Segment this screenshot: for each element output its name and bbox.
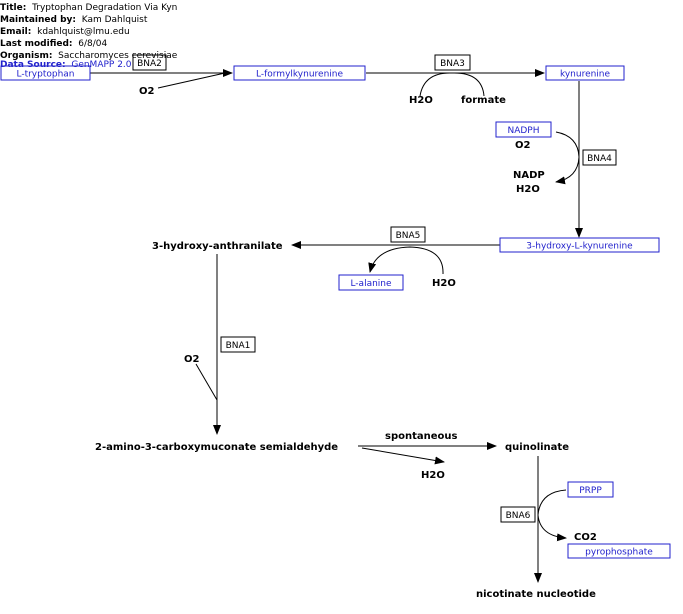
hydroxy-l-kynurenine-box[interactable]	[499, 237, 660, 253]
l-alanine-box[interactable]	[338, 274, 404, 291]
semialdehyde-label[interactable]: 2-amino-3-carboxymuconate semialdehyde	[95, 442, 338, 453]
bna4-side-arc	[555, 131, 580, 185]
gene-bna2-box[interactable]	[132, 54, 167, 71]
o2-label-1: O2	[139, 86, 155, 97]
gene-bna6-box[interactable]	[500, 506, 536, 523]
source-key: Data Source:	[0, 60, 66, 70]
maintainer-value: Kam Dahlquist	[81, 15, 148, 25]
o2-label-3: O2	[184, 354, 200, 365]
organism-value: Saccharomyces cerevisiae	[58, 51, 178, 61]
h2o-label-4: H2O	[421, 470, 445, 481]
header-title: Title: Tryptophan Degradation Via Kyn	[0, 3, 177, 14]
gene-bna5-box[interactable]	[390, 226, 426, 243]
h2o-output-line	[361, 447, 445, 465]
bna6-side-arc	[537, 489, 567, 542]
nadph-label: NADPH	[507, 126, 539, 136]
l-formylkynurenine-box[interactable]	[233, 65, 366, 81]
kynurenine-box[interactable]	[545, 65, 625, 81]
bna3-side-arc	[419, 72, 485, 97]
gene-bna1-box[interactable]	[220, 336, 256, 353]
nicotinate-nucleotide-label[interactable]: nicotinate nucleotide	[476, 589, 596, 600]
modified-key: Last modified:	[0, 39, 73, 49]
kynurenine-label: kynurenine	[560, 70, 611, 80]
modified-value: 6/8/04	[78, 39, 108, 49]
pyrophosphate-box[interactable]	[567, 543, 671, 559]
gene-bna3-label: BNA3	[440, 59, 465, 69]
nadp-label: NADP	[513, 170, 545, 181]
hydroxy-l-kynurenine-label: 3-hydroxy-L-kynurenine	[526, 242, 633, 252]
hydroxy-anthranilate-label[interactable]: 3-hydroxy-anthranilate	[152, 241, 283, 252]
header-source: Data Source: GenMAPP 2.0	[0, 60, 132, 71]
gene-bna3-box[interactable]	[434, 54, 471, 71]
gene-bna4-box[interactable]	[582, 149, 617, 166]
header-email: Email: kdahlquist@lmu.edu	[0, 27, 130, 38]
gene-bna5-label: BNA5	[396, 231, 421, 241]
formate-label: formate	[461, 95, 506, 106]
organism-key: Organism:	[0, 51, 53, 61]
o2-input-line-2	[195, 363, 218, 401]
header-modified: Last modified: 6/8/04	[0, 39, 107, 50]
maintainer-key: Maintained by:	[0, 15, 76, 25]
title-key: Title:	[0, 3, 27, 13]
l-tryptophan-label: L-tryptophan	[16, 70, 74, 80]
h2o-label-2: H2O	[516, 184, 540, 195]
nadph-box[interactable]	[495, 121, 552, 138]
bna5-side-arc	[368, 246, 444, 275]
gene-bna6-label: BNA6	[506, 511, 531, 521]
quinolinate-label[interactable]: quinolinate	[505, 442, 569, 453]
h2o-label-3: H2O	[432, 278, 456, 289]
gene-bna1-label: BNA1	[226, 341, 251, 351]
l-formylkynurenine-label: L-formylkynurenine	[256, 70, 343, 80]
spontaneous-label: spontaneous	[385, 431, 458, 442]
l-tryptophan-box[interactable]	[0, 65, 91, 81]
prpp-box[interactable]	[567, 481, 614, 498]
gene-bna4-label: BNA4	[587, 154, 612, 164]
header-maintainer: Maintained by: Kam Dahlquist	[0, 15, 147, 26]
l-alanine-label: L-alanine	[350, 279, 392, 289]
pyrophosphate-label: pyrophosphate	[585, 548, 653, 558]
title-value: Tryptophan Degradation Via Kyn	[32, 3, 178, 13]
source-value: GenMAPP 2.0	[71, 60, 132, 70]
o2-input-line	[157, 72, 226, 89]
o2-label-2: O2	[515, 140, 531, 151]
gene-bna2-label: BNA2	[137, 59, 162, 69]
email-key: Email:	[0, 27, 32, 37]
co2-label: CO2	[574, 532, 597, 543]
header-organism: Organism: Saccharomyces cerevisiae	[0, 51, 177, 62]
h2o-label-1: H2O	[409, 95, 433, 106]
prpp-label: PRPP	[579, 486, 602, 496]
email-value: kdahlquist@lmu.edu	[37, 27, 130, 37]
